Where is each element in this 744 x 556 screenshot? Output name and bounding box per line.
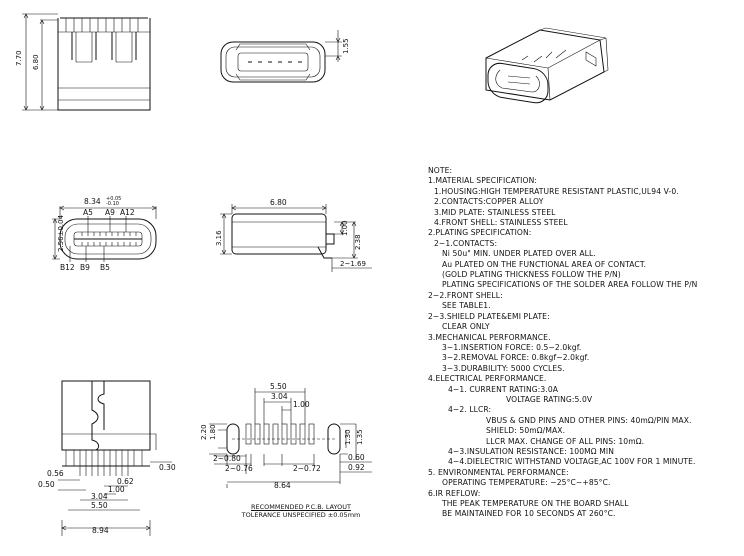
note-2-1c: (GOLD PLATING THICKNESS FOLLOW THE P/N) [442, 270, 621, 280]
dim-1-35: 1.35 [356, 429, 364, 445]
note-5-1: OPERATING TEMPERATURE: −25°C~+85°C. [442, 478, 611, 488]
dim-8-34-tol-minus: -0.10 [106, 201, 119, 207]
dim-0-56: 0.56 [47, 469, 64, 478]
bottom-view: 0.30 0.56 0.50 0.62 1.00 3.04 5.50 8.94 [38, 380, 176, 536]
side-profile-view: 6.80 3.16 1.00 2.38 2~1.69 [215, 198, 372, 272]
dim-0-60: 0.60 [348, 453, 365, 462]
dim-1-00-side: 1.00 [341, 220, 349, 236]
dim-2-0-72: 2~0.72 [293, 464, 321, 473]
dim-2-0-80: 2~0.80 [213, 454, 241, 463]
dim-1-30: 1.30 [344, 429, 352, 445]
note-3-3: 3−3.DURABILITY: 5000 CYCLES. [442, 363, 565, 373]
dim-3-04-bottom: 3.04 [91, 492, 108, 501]
dim-7-70: 7.70 [15, 50, 23, 66]
dim-6-80-side: 6.80 [270, 198, 287, 207]
note-4-2a: VBUS & GND PINS AND OTHER PINS: 40mΩ/PIN… [486, 415, 692, 425]
dim-2-0-76: 2~0.76 [225, 464, 253, 473]
pin-b5: B5 [100, 263, 110, 272]
pcb-caption-tolerance: TOLERANCE UNSPECIFIED ±0.05mm [241, 511, 361, 519]
note-6: 6.IR REFLOW: [428, 488, 481, 498]
note-4-2b: SHIELD: 50mΩ/MAX. [486, 426, 566, 436]
pcb-layout-caption: RECOMMENDED P.C.B. LAYOUT TOLERANCE UNSP… [226, 503, 376, 519]
dim-8-94: 8.94 [92, 526, 109, 535]
top-side-view: 7.70 6.80 [15, 13, 151, 111]
note-1-3: 3.MID PLATE: STAINLESS STEEL [434, 207, 556, 217]
dim-1-55: 1.55 [342, 38, 350, 54]
isometric-view [485, 27, 609, 104]
notes-panel: NOTE: 1.MATERIAL SPECIFICATION: 1.HOUSIN… [428, 166, 742, 520]
note-5: 5. ENVIRONMENTAL PERFORMANCE: [428, 467, 569, 477]
dim-2-38: 2.38 [354, 234, 362, 250]
notes-heading: NOTE: [428, 166, 453, 175]
dim-8-34-tol-plus: +0.05 [106, 196, 121, 202]
dim-0-50: 0.50 [38, 480, 55, 489]
note-2-2: 2−2.FRONT SHELL: [428, 290, 503, 300]
note-4-2: 4−2. LLCR: [448, 405, 492, 415]
pcb-layout-view: 5.50 3.04 1.00 2.20 1.80 2~0.80 2~0.76 2… [200, 382, 372, 490]
note-2-3a: CLEAR ONLY [442, 322, 490, 332]
note-4-2c: LLCR MAX. CHANGE OF ALL PINS: 10mΩ. [486, 436, 645, 446]
note-6-2: BE MAINTAINED FOR 10 SECONDS AT 260°C. [442, 509, 616, 519]
dim-8-34: 8.34 [84, 197, 101, 206]
note-4-4: 4−4.DIELECTRIC WITHSTAND VOLTAGE,AC 100V… [448, 457, 696, 467]
pin-b12: B12 [60, 263, 75, 272]
dim-3-16: 3.16 [215, 230, 223, 246]
dim-5-50-bottom: 5.50 [91, 501, 108, 510]
dim-8-64: 8.64 [274, 481, 291, 490]
note-2-3: 2−3.SHIELD PLATE&EMI PLATE: [428, 311, 550, 321]
note-3-1: 3−1.INSERTION FORCE: 0.5~2.0kgf. [442, 342, 582, 352]
note-2-2a: SEE TABLE1. [442, 301, 491, 311]
note-4-1: 4−1. CURRENT RATING:3.0A [448, 384, 559, 394]
dim-0-62: 0.62 [117, 477, 134, 486]
note-1-2: 2.CONTACTS:COPPER ALLOY [434, 197, 544, 207]
pin-b9: B9 [80, 263, 90, 272]
note-1-4: 4.FRONT SHELL: STAINLESS STEEL [434, 218, 568, 228]
note-4-3: 4−3.INSULATION RESISTANCE: 100MΩ MIN [448, 446, 614, 456]
note-3: 3.MECHANICAL PERFORMANCE. [428, 332, 551, 342]
note-6-1: THE PEAK TEMPERATURE ON THE BOARD SHALL [442, 499, 629, 508]
dim-2-56: 2.56±0.04 [57, 214, 65, 252]
note-1: 1.MATERIAL SPECIFICATION: [428, 176, 538, 186]
note-2-1d: PLATING SPECIFICATIONS OF THE SOLDER ARE… [442, 280, 698, 290]
dim-1-00-bottom: 1.00 [108, 485, 125, 494]
note-2-1b: Au PLATED ON THE FUNCTIONAL AREA OF CONT… [442, 259, 647, 269]
note-4-1a: VOLTAGE RATING:5.0V [506, 394, 593, 404]
note-1-1: 1.HOUSING:HIGH TEMPERATURE RESISTANT PLA… [434, 186, 679, 196]
dim-1-00-pcb: 1.00 [293, 400, 310, 409]
dim-5-50-pcb: 5.50 [270, 382, 287, 391]
note-4: 4.ELECTRICAL PERFORMANCE. [428, 374, 547, 384]
top-front-view: 1.55 [220, 30, 350, 83]
pin-a5: A5 [83, 208, 93, 217]
front-pin-view: 8.34 +0.05 -0.10 2.56±0.04 A5 A9 A12 B12… [52, 196, 157, 272]
note-2-1a: Ni 50u" MIN. UNDER PLATED OVER ALL. [442, 249, 596, 259]
dim-3-04-pcb: 3.04 [271, 392, 288, 401]
note-2-1: 2−1.CONTACTS: [434, 238, 498, 248]
dim-tail: 2~1.69 [340, 260, 366, 268]
note-3-2: 3−2.REMOVAL FORCE: 0.8kgf~2.0kgf. [442, 353, 590, 363]
note-2: 2.PLATING SPECIFICATION: [428, 228, 532, 238]
dim-6-80: 6.80 [32, 54, 40, 70]
dim-0-30-bottom: 0.30 [159, 463, 176, 472]
dim-0-92: 0.92 [348, 463, 365, 472]
dim-1-80: 1.80 [209, 424, 217, 440]
pin-a9: A9 [105, 208, 115, 217]
pin-a12: A12 [120, 208, 135, 217]
pcb-caption-title: RECOMMENDED P.C.B. LAYOUT [251, 503, 351, 511]
dim-2-20: 2.20 [200, 424, 208, 440]
